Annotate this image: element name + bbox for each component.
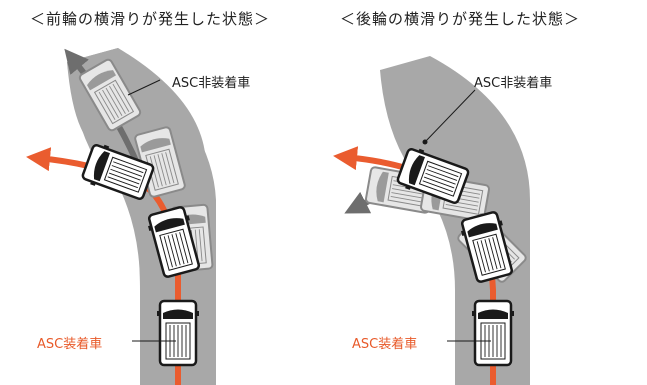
right-panel <box>333 56 530 385</box>
left-panel <box>26 48 216 385</box>
label-non-asc-right: ASC非装着車 <box>474 76 553 91</box>
left-panel-title: ＜前輪の横滑りが発生した状態＞ <box>30 10 271 28</box>
label-asc-left: ASC装着車 <box>37 337 103 352</box>
car-left-bottom <box>155 299 201 367</box>
leader-dot-right <box>422 139 428 145</box>
label-asc-right: ASC装着車 <box>352 337 418 352</box>
right-panel-title: ＜後輪の横滑りが発生した状態＞ <box>340 10 581 28</box>
car-right-bottom <box>470 299 516 367</box>
leader-without-right <box>424 89 476 143</box>
leader-without-left <box>127 79 161 96</box>
label-non-asc-left: ASC非装着車 <box>172 76 251 91</box>
